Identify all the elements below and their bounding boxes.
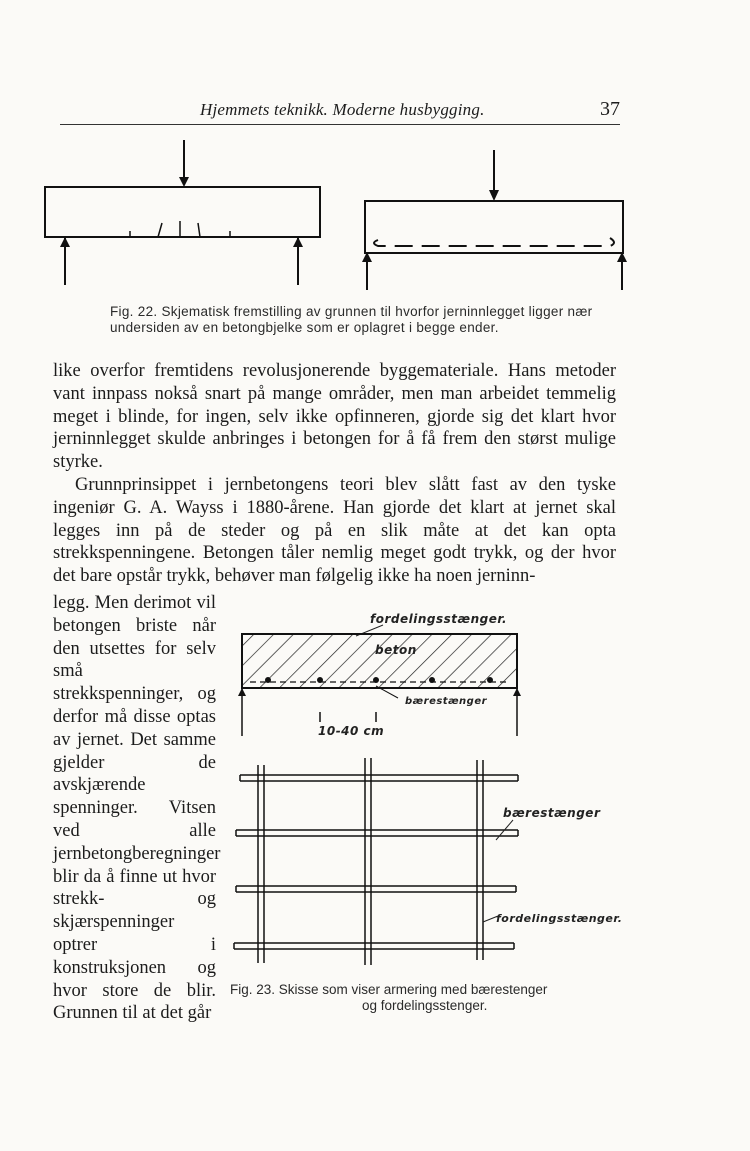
fig23-drawing [233, 624, 521, 965]
fig23-label-fordeling-top: fordelingsstænger. [370, 612, 508, 626]
paragraph-2: Grunnprinsippet i jernbetongens teori bl… [53, 474, 616, 587]
fig23-label-right-fordeling: fordelingsstænger. [496, 912, 623, 925]
running-head-title: Hjemmets teknikk. Moderne husbygging. [200, 100, 485, 119]
page-number: 37 [600, 98, 620, 120]
paragraph-1: like overfor fremtidens revolusjonerende… [53, 361, 616, 473]
body-text: like overfor fremtidens revolusjonerende… [53, 360, 616, 588]
fig22-caption-line1: Fig. 22. Skjematisk fremstilling av grun… [110, 304, 593, 319]
fig23-caption-line1: Fig. 23. Skisse som viser armering med b… [230, 982, 548, 997]
fig23-caption-line2: og fordelingsstenger. [362, 998, 488, 1013]
narrow-column-text: legg. Men derimot vil betongen briste nå… [53, 593, 221, 1024]
fig22-caption-line2: undersiden av en betongbjelke som er opl… [110, 320, 499, 335]
fig23-label-right-baere: bærestænger [503, 806, 601, 820]
fig22-beam-reinforced [362, 150, 627, 290]
fig22-beam-cracks [44, 140, 321, 285]
fig23-label-baere: bærestænger [405, 696, 488, 707]
running-head: Hjemmets teknikk. Moderne husbygging. 37 [60, 98, 620, 125]
fig22-caption: Fig. 22. Skjematisk fremstilling av grun… [110, 304, 630, 336]
fig23-caption: Fig. 23. Skisse som viser armering med b… [230, 982, 630, 1014]
fig23-label-spacing: 10-40 cm [318, 724, 385, 738]
